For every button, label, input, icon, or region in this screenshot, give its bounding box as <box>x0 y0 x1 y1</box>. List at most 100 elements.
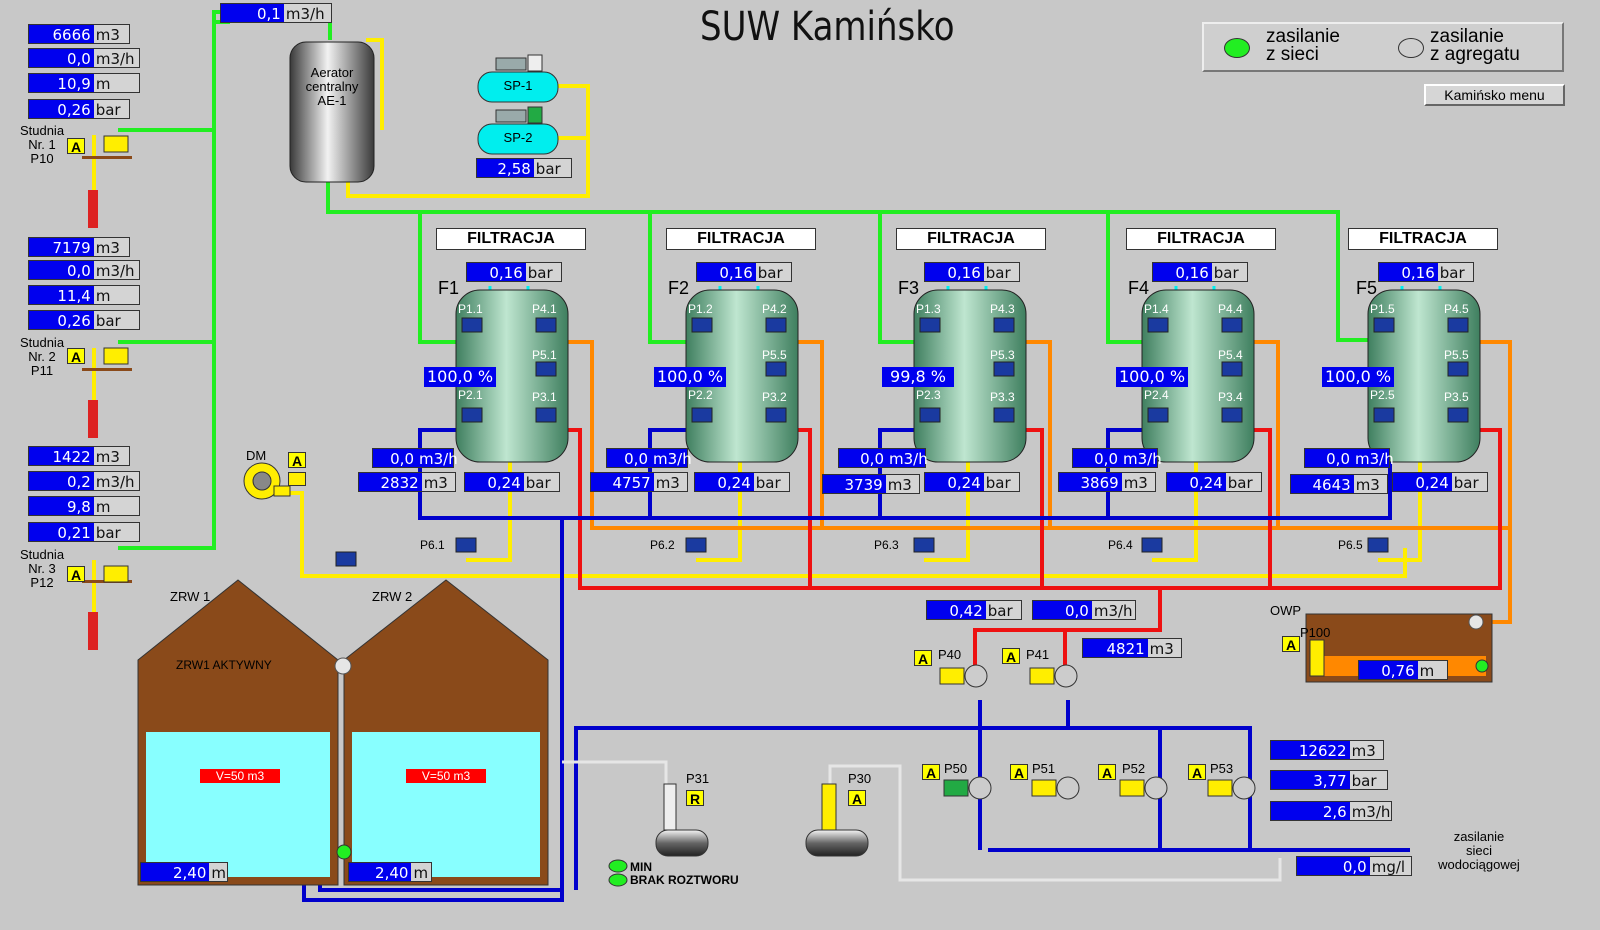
top-flow-display: 0,1 m3/h <box>220 3 332 23</box>
filter-5-pump-label: P5.5 <box>1444 348 1469 362</box>
value: 6666 <box>29 25 94 44</box>
kaminsko-menu-button[interactable]: Kamińsko menu <box>1424 84 1565 106</box>
well-1-name: Studnia Nr. 1 P10 <box>19 123 65 166</box>
unit: m3/h <box>651 449 692 468</box>
unit: m3 <box>93 25 129 44</box>
unit: bar <box>1451 473 1487 492</box>
unit: m3 <box>885 475 919 494</box>
value: 3739 <box>823 475 886 494</box>
unit: bar <box>1349 771 1387 790</box>
value: 0,16 <box>697 263 756 282</box>
filter-5-pump-label: P2.5 <box>1370 388 1395 402</box>
dm-label: DM <box>246 448 267 463</box>
p50-label: P50 <box>944 761 968 776</box>
value: 0,76 <box>1359 661 1418 680</box>
tank-1-status: ZRW1 AKTYWNY <box>176 658 272 672</box>
unit: m3/h <box>93 261 139 280</box>
p40-label: P40 <box>938 647 962 662</box>
well-3-mode-badge[interactable]: A <box>67 566 85 583</box>
value: 0,21 <box>29 523 94 542</box>
unit: mg/l <box>1369 857 1411 876</box>
filter-3-backwash-pump: P6.3 <box>874 538 899 552</box>
value: 0,2 <box>29 472 94 491</box>
value: 12622 <box>1271 741 1350 760</box>
p30-label: P30 <box>848 771 872 786</box>
filter-5-header: FILTRACJA <box>1348 228 1498 250</box>
p40-mode-badge[interactable]: A <box>914 650 932 667</box>
centrifugal-pumps <box>939 664 1256 800</box>
dm-mode-badge[interactable]: A <box>288 452 306 469</box>
filter-2-header: FILTRACJA <box>666 228 816 250</box>
p30-mode-badge[interactable]: A <box>848 790 866 807</box>
value: 0,0 <box>29 49 94 68</box>
dosing-no-solution-label: BRAK ROZTWORU <box>630 873 739 887</box>
p52-mode-badge[interactable]: A <box>1098 764 1116 781</box>
p51-mode-badge[interactable]: A <box>1010 764 1028 781</box>
unit: m3/h <box>93 472 139 491</box>
filter-1-pump-label: P4.1 <box>532 302 557 316</box>
unit: bar <box>523 473 559 492</box>
p100-label: P100 <box>1300 625 1331 640</box>
filter-5-pump-label: P3.5 <box>1444 390 1469 404</box>
p41-mode-badge[interactable]: A <box>1002 648 1020 665</box>
unit: m3/h <box>1353 449 1394 468</box>
unit: m3/h <box>417 449 458 468</box>
p50-mode-badge[interactable]: A <box>922 764 940 781</box>
unit: bar <box>753 473 789 492</box>
page-title: SUW Kamińsko <box>700 4 955 50</box>
p100-mode-badge[interactable]: A <box>1282 636 1300 653</box>
filter-3-header: FILTRACJA <box>896 228 1046 250</box>
value: 3,77 <box>1271 771 1350 790</box>
unit: m3/h <box>283 4 331 23</box>
p53-mode-badge[interactable]: A <box>1188 764 1206 781</box>
filter-4-name: F4 <box>1128 278 1150 298</box>
unit: m <box>93 497 139 516</box>
owp-label: OWP <box>1270 603 1302 618</box>
sp1-label: SP-1 <box>503 78 533 93</box>
value: 2,6 <box>1271 802 1350 821</box>
filter-4-pump-label: P2.4 <box>1144 388 1169 402</box>
filter-4-pump-label: P4.4 <box>1218 302 1243 316</box>
unit: bar <box>985 601 1021 620</box>
value: 2,40 <box>141 863 210 882</box>
grid-power-label: zasilanie z sieci <box>1266 26 1340 65</box>
unit: bar <box>755 263 791 282</box>
well-2-mode-badge[interactable]: A <box>67 348 85 365</box>
value: 0,16 <box>1379 263 1438 282</box>
filter-2-percent: 100,0 % <box>654 367 726 387</box>
filter-valves <box>335 317 1469 567</box>
value: 0,42 <box>927 601 986 620</box>
value: 1422 <box>29 447 94 466</box>
value: 0,16 <box>1153 263 1212 282</box>
value: 0,0 <box>1033 601 1092 620</box>
value: 9,8 <box>29 497 94 516</box>
p31-label: P31 <box>686 771 710 786</box>
well-1-mode-badge[interactable]: A <box>67 138 85 155</box>
dosing-tanks <box>608 783 869 887</box>
network-label: zasilanie sieci wodociągowej <box>1438 829 1520 872</box>
p31-mode-badge[interactable]: R <box>686 790 704 807</box>
value: 0,0 <box>29 261 94 280</box>
unit: m <box>411 863 431 882</box>
unit: bar <box>1437 263 1473 282</box>
